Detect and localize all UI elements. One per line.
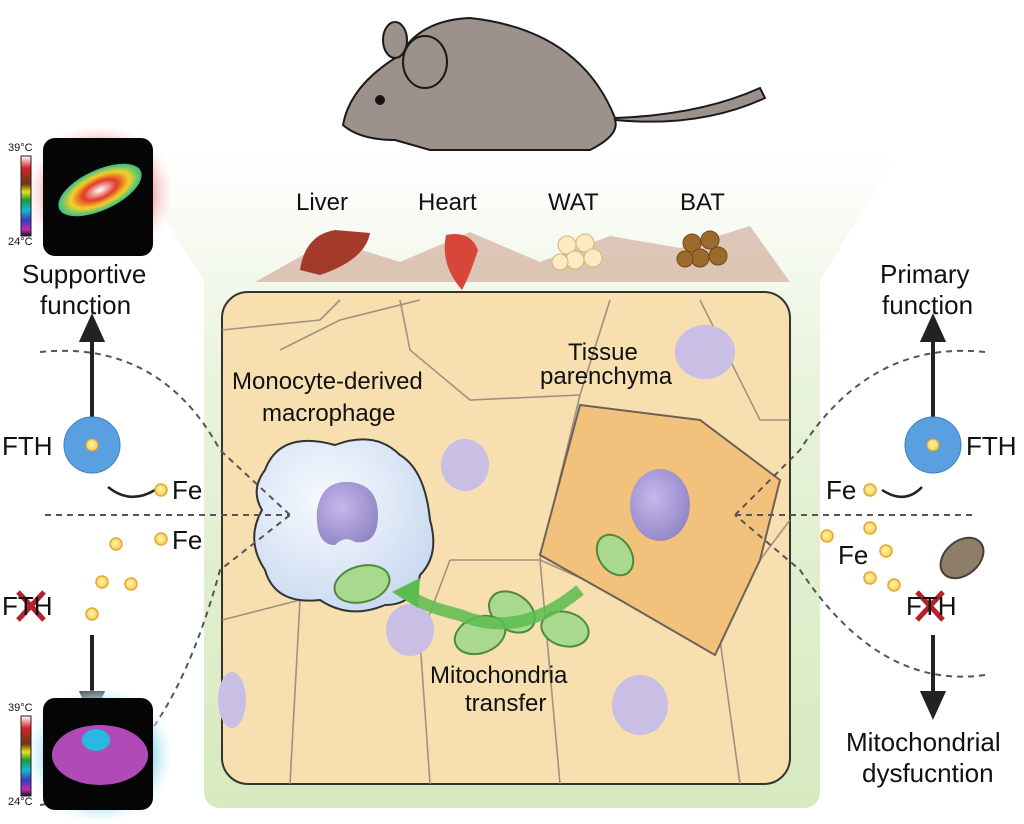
damaged-mitochondrion xyxy=(939,536,985,580)
tissue-nuclei xyxy=(218,325,735,735)
thermal-scale-top xyxy=(20,155,32,237)
right-fth-deleted-label: FTH xyxy=(906,591,957,621)
transfer-label-2: transfer xyxy=(465,690,547,717)
ferritin-right xyxy=(904,416,962,474)
parenchyma-nucleus xyxy=(630,469,690,541)
left-outcome-label-2: function xyxy=(40,290,132,320)
organ-label-heart: Heart xyxy=(418,189,477,216)
wat-icon xyxy=(551,233,603,271)
right-outcome-label-2: function xyxy=(882,290,974,320)
right-fth-label: FTH xyxy=(966,431,1017,461)
macrophage-label-1: Monocyte-derived xyxy=(232,368,423,395)
organ-label-wat: WAT xyxy=(548,189,599,216)
left-outcome-label-1: Supportive xyxy=(22,259,147,289)
left-fth-label: FTH xyxy=(2,431,53,461)
left-fth-deleted-label: FTH xyxy=(2,591,53,621)
organ-tissue-strip xyxy=(255,226,790,282)
thermal-mouse-hot xyxy=(58,163,142,217)
right-fe-label-top: Fe xyxy=(826,475,857,505)
liver-icon xyxy=(300,230,370,275)
macrophage-nucleus xyxy=(316,481,378,545)
right-outcome-label-1: Primary xyxy=(880,259,970,289)
fe-uptake-arrow-left xyxy=(107,486,156,498)
fth-deletion-x xyxy=(16,590,945,622)
mitochondria xyxy=(333,533,635,656)
thermo-top-min: 24°C xyxy=(8,236,33,248)
heart-icon xyxy=(444,234,478,290)
bat-icon xyxy=(676,230,728,268)
right-bottom-outcome-1: Mitochondrial xyxy=(846,727,1001,757)
mouse-illustration xyxy=(341,16,767,151)
iron-particles xyxy=(85,483,901,621)
left-fe-label-bottom: Fe xyxy=(172,525,203,555)
ferritin-left xyxy=(63,416,121,474)
transfer-label-1: Mitochondria xyxy=(430,662,568,689)
organ-label-bat: BAT xyxy=(680,189,725,216)
thermal-bat-cold xyxy=(82,729,110,751)
thermal-scale-bottom xyxy=(20,715,32,797)
organ-label-liver: Liver xyxy=(296,189,349,216)
transfer-arrow-head xyxy=(392,578,420,608)
thermal-mouse-cold xyxy=(52,725,148,785)
transfer-arrow xyxy=(405,585,584,630)
thermo-bottom-min: 24°C xyxy=(8,796,33,808)
thermo-top-max: 39°C xyxy=(8,142,33,154)
fe-uptake-arrow-right xyxy=(881,486,923,498)
parenchyma-label-1: Tissue xyxy=(568,339,638,366)
left-fe-label-top: Fe xyxy=(172,475,203,505)
macrophage-label-2: macrophage xyxy=(262,400,396,427)
thermo-bottom-max: 39°C xyxy=(8,702,33,714)
right-fe-label-bottom: Fe xyxy=(838,540,869,570)
right-bottom-outcome-2: dysfucntion xyxy=(862,758,994,788)
parenchyma-label-2: parenchyma xyxy=(540,363,673,390)
